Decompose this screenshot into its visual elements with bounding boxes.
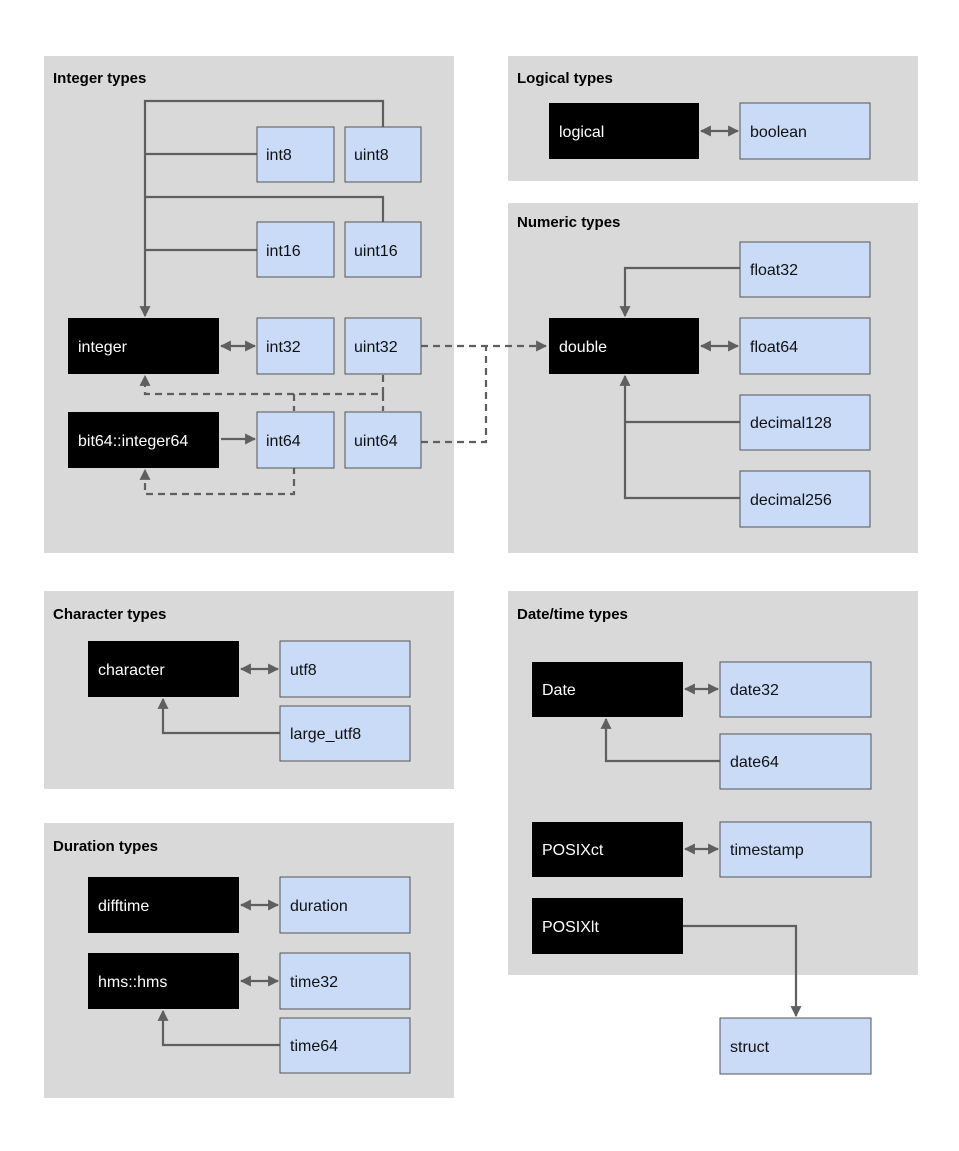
node-timestamp-label: timestamp <box>730 842 804 859</box>
node-date32-label: date32 <box>730 682 779 699</box>
node-uint8 <box>344 126 422 183</box>
panel-title-character: Character types <box>53 606 166 623</box>
node-float64-label: float64 <box>750 339 798 356</box>
panel-title-logical: Logical types <box>517 70 613 87</box>
node-time64-label: time64 <box>290 1038 338 1055</box>
node-uint32 <box>344 317 422 375</box>
node-int32 <box>256 317 335 375</box>
node-uint64 <box>344 411 422 469</box>
node-large-utf8 <box>279 705 411 762</box>
node-date-label: Date <box>542 682 576 699</box>
node-time64 <box>279 1017 411 1074</box>
edge-uint32-integer <box>139 374 385 396</box>
edge-posixlt-struct <box>683 924 802 1018</box>
node-hms <box>88 953 239 1009</box>
node-posixlt <box>532 898 683 954</box>
node-boolean <box>739 102 871 160</box>
edge-time64-hms <box>157 1009 280 1047</box>
node-decimal128 <box>739 394 871 451</box>
node-struct-label: struct <box>730 1039 770 1056</box>
edge-uint16-integer <box>145 195 385 222</box>
node-integer-label: integer <box>78 339 128 356</box>
node-int32-label: int32 <box>266 339 301 356</box>
node-character-label: character <box>98 662 165 679</box>
edge-uint64-double <box>421 346 488 444</box>
node-float32-label: float32 <box>750 262 798 279</box>
node-uint32-label: uint32 <box>354 339 398 356</box>
edge-uint8-integer <box>139 99 385 318</box>
node-decimal256-label: decimal256 <box>750 492 832 509</box>
node-logical-label: logical <box>559 124 604 141</box>
node-int16-label: int16 <box>266 243 301 260</box>
node-int8-label: int8 <box>266 147 292 164</box>
node-large-utf8-label: large_utf8 <box>290 726 361 743</box>
node-utf8-label: utf8 <box>290 662 317 679</box>
panel-title-numeric: Numeric types <box>517 214 620 231</box>
panel-title-datetime: Date/time types <box>517 606 628 623</box>
node-date <box>532 662 683 717</box>
node-boolean-label: boolean <box>750 124 807 141</box>
node-posixct <box>532 822 683 877</box>
edge-float32-double <box>619 266 740 318</box>
node-duration-label: duration <box>290 898 348 915</box>
panel-title-duration: Duration types <box>53 838 158 855</box>
node-integer64-label: bit64::integer64 <box>78 433 188 450</box>
node-difftime-label: difftime <box>98 898 149 915</box>
node-posixlt-label: POSIXlt <box>542 919 599 936</box>
node-uint16 <box>344 221 422 278</box>
panel-title-integer: Integer types <box>53 70 146 87</box>
node-uint16-label: uint16 <box>354 243 398 260</box>
node-character <box>88 641 239 697</box>
node-int16 <box>256 221 335 278</box>
node-posixct-label: POSIXct <box>542 842 604 859</box>
node-decimal128-label: decimal128 <box>750 415 832 432</box>
node-uint64-label: uint64 <box>354 433 398 450</box>
node-integer <box>68 318 219 374</box>
node-difftime <box>88 877 239 933</box>
edge-date64-date <box>600 717 720 763</box>
node-float32 <box>739 241 871 298</box>
node-timestamp <box>719 821 872 878</box>
node-double-label: double <box>559 339 607 356</box>
node-time32-label: time32 <box>290 974 338 991</box>
node-uint8-label: uint8 <box>354 147 389 164</box>
node-utf8 <box>279 640 411 698</box>
node-int64 <box>256 411 335 469</box>
node-integer64 <box>68 412 219 468</box>
node-double <box>549 318 699 374</box>
node-time32 <box>279 952 411 1010</box>
node-struct <box>719 1017 872 1075</box>
node-int64-label: int64 <box>266 433 301 450</box>
edge-decimal256-double <box>619 374 740 500</box>
node-hms-label: hms::hms <box>98 974 167 991</box>
node-float64 <box>739 317 871 375</box>
edge-largeutf8-character <box>157 697 280 735</box>
node-int8 <box>256 126 335 183</box>
node-date64 <box>719 733 872 790</box>
edge-int64-integer64 <box>139 467 296 496</box>
node-date64-label: date64 <box>730 754 779 771</box>
node-duration <box>279 876 411 934</box>
node-logical <box>549 103 699 159</box>
node-decimal256 <box>739 470 871 528</box>
node-date32 <box>719 661 872 718</box>
